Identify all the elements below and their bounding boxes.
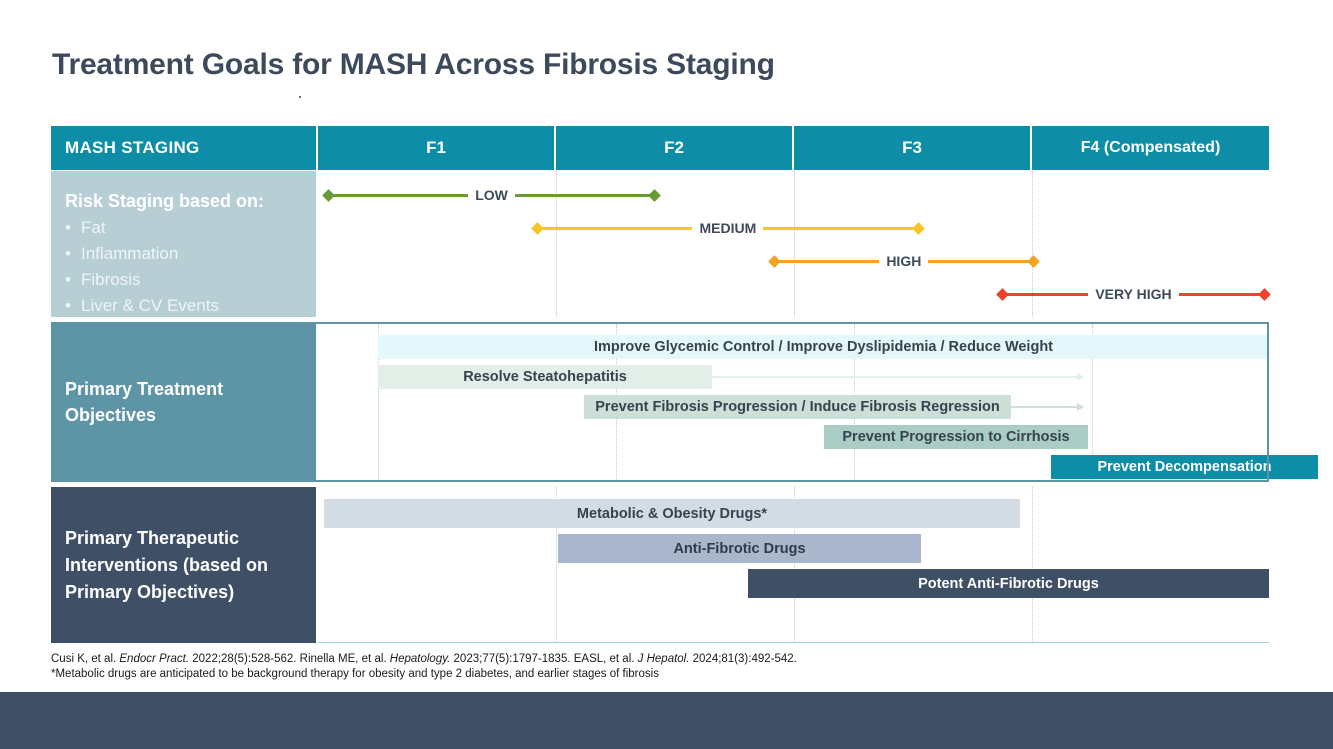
objective-bar: Improve Glycemic Control / Improve Dysli… bbox=[378, 335, 1269, 359]
objective-bar: Prevent Progression to Cirrhosis bbox=[824, 425, 1088, 449]
objective-bar-tail-arrow-icon bbox=[712, 373, 1084, 381]
header-cell-f3: F3 bbox=[794, 126, 1030, 170]
range-end-diamond-icon bbox=[648, 188, 662, 202]
objective-bar: Resolve Steatohepatitis bbox=[378, 365, 712, 389]
range-label: VERY HIGH bbox=[1088, 286, 1179, 302]
journal-name: Hepatology. bbox=[389, 653, 451, 665]
range-line-right bbox=[928, 259, 1029, 263]
header-cell-mash-staging: MASH STAGING bbox=[51, 126, 316, 170]
citation-text: Cusi K, et al. bbox=[51, 653, 120, 665]
range-start-diamond-icon bbox=[531, 221, 544, 235]
slide-footer: SAGIMET BIOSCIENCES October 2025 10 bbox=[0, 692, 1333, 749]
footnote-asterisk-note: *Metabolic drugs are anticipated to be b… bbox=[51, 668, 659, 680]
range-line-right bbox=[1178, 292, 1260, 296]
journal-name: J Hepatol. bbox=[637, 653, 690, 665]
objective-bar: Prevent Decompensation bbox=[1051, 455, 1318, 479]
list-item: Fibrosis bbox=[65, 267, 316, 293]
range-line-left bbox=[778, 259, 880, 263]
column-divider-4 bbox=[1092, 324, 1093, 480]
range-line-right bbox=[763, 226, 914, 230]
range-start-diamond-icon bbox=[767, 254, 781, 268]
primary-objectives-plot: Improve Glycemic Control / Improve Dysli… bbox=[316, 322, 1318, 482]
therapeutic-interventions-row: Primary Therapeutic Interventions (based… bbox=[51, 487, 1269, 643]
footnote: Cusi K, et al. Endocr Pract. 2022;28(5):… bbox=[51, 652, 1051, 682]
risk-range-low: LOW bbox=[321, 187, 662, 203]
range-end-diamond-icon bbox=[1027, 254, 1040, 268]
range-end-diamond-icon bbox=[1258, 287, 1271, 301]
intervention-bar: Anti-Fibrotic Drugs bbox=[558, 534, 921, 563]
list-item: Fat bbox=[65, 215, 316, 241]
intervention-bar: Potent Anti-Fibrotic Drugs bbox=[748, 569, 1269, 598]
range-start-diamond-icon bbox=[996, 287, 1009, 301]
staging-table: MASH STAGING F1 F2 F3 F4 (Compensated) R… bbox=[51, 126, 1318, 643]
range-line-left bbox=[1006, 292, 1089, 296]
journal-name: Endocr Pract. bbox=[119, 653, 190, 665]
page-title: Treatment Goals for MASH Across Fibrosis… bbox=[52, 48, 775, 81]
risk-range-very-high: VERY HIGH bbox=[996, 286, 1271, 302]
range-label: LOW bbox=[468, 187, 515, 203]
therapeutic-interventions-plot: Metabolic & Obesity Drugs* Anti-Fibrotic … bbox=[318, 487, 1269, 643]
footnote-citations: Cusi K, et al. Endocr Pract. 2022;28(5):… bbox=[51, 652, 1051, 667]
citation-text: 2023;77(5):1797-1835. EASL, et al. bbox=[450, 653, 638, 665]
risk-staging-plot: LOW MEDIUM HIGH VERY HIGH bbox=[318, 171, 1271, 317]
citation-text: 2022;28(5):528-562. Rinella ME, et al. bbox=[189, 653, 390, 665]
objective-bar-tail-arrow-icon bbox=[1011, 403, 1084, 411]
citation-text: 2024;81(3):492-542. bbox=[689, 653, 797, 665]
header-cell-f2: F2 bbox=[556, 126, 792, 170]
intervention-bar: Metabolic & Obesity Drugs* bbox=[324, 499, 1020, 528]
objective-bar: Prevent Fibrosis Progression / Induce Fi… bbox=[584, 395, 1011, 419]
column-divider-3 bbox=[1032, 171, 1033, 317]
range-line-left bbox=[541, 226, 693, 230]
risk-range-high: HIGH bbox=[767, 253, 1040, 269]
range-line-right bbox=[514, 193, 651, 197]
column-divider-1 bbox=[556, 171, 557, 317]
range-start-diamond-icon bbox=[321, 188, 335, 202]
column-divider-1 bbox=[556, 487, 557, 642]
range-label: MEDIUM bbox=[692, 220, 764, 236]
primary-objectives-row: Primary Treatment Objectives Improve Gly… bbox=[51, 322, 1318, 482]
risk-staging-row: Risk Staging based on: Fat Inflammation … bbox=[51, 171, 1271, 319]
table-header-row: MASH STAGING F1 F2 F3 F4 (Compensated) bbox=[51, 126, 1269, 170]
risk-staging-lead: Risk Staging based on: bbox=[65, 191, 265, 211]
header-cell-f4: F4 (Compensated) bbox=[1032, 126, 1269, 170]
risk-staging-bullet-list: Fat Inflammation Fibrosis Liver & CV Eve… bbox=[65, 215, 316, 319]
risk-range-medium: MEDIUM bbox=[531, 220, 925, 236]
column-divider-3 bbox=[1032, 487, 1033, 642]
column-divider-2 bbox=[794, 171, 795, 317]
header-cell-f1: F1 bbox=[318, 126, 554, 170]
list-item: Liver & CV Events bbox=[65, 293, 316, 319]
risk-staging-label-cell: Risk Staging based on: Fat Inflammation … bbox=[51, 171, 316, 319]
column-divider-2 bbox=[794, 487, 795, 642]
range-line-left bbox=[332, 193, 469, 197]
range-label: HIGH bbox=[879, 253, 929, 269]
title-stray-dot bbox=[299, 96, 301, 98]
range-end-diamond-icon bbox=[911, 221, 925, 235]
primary-objectives-label-cell: Primary Treatment Objectives bbox=[51, 322, 316, 482]
therapeutic-interventions-label-cell: Primary Therapeutic Interventions (based… bbox=[51, 487, 316, 643]
list-item: Inflammation bbox=[65, 241, 316, 267]
column-divider-1 bbox=[378, 324, 379, 480]
